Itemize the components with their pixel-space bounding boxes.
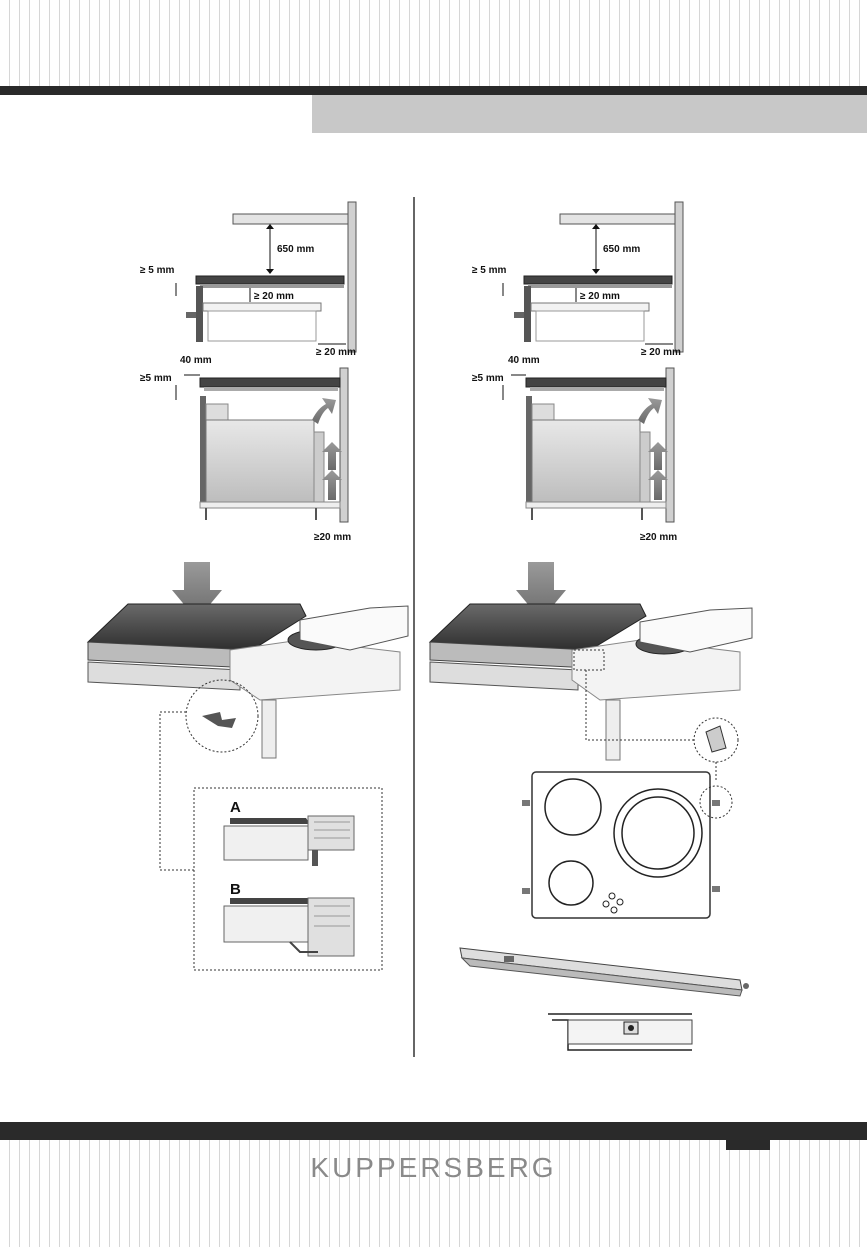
left-dim-below: ≥ 20 mm [254, 291, 294, 302]
left-dim-edge: ≥ 5 mm [140, 265, 174, 276]
page-number-tab [726, 1140, 770, 1150]
right-dim-edge: ≥ 5 mm [472, 265, 506, 276]
left-clip-detail: A B [159, 711, 383, 971]
left-dim-rear-oven: ≥20 mm [314, 532, 351, 543]
footer-bar [0, 1122, 867, 1140]
left-hob-insertion [86, 562, 409, 759]
right-hob-topview [522, 771, 733, 919]
column-divider [413, 197, 415, 1057]
brand-logo: KUPPERSBERG [310, 1152, 557, 1183]
right-dim-edge-oven: ≥5 mm [472, 373, 504, 384]
right-dim-rear-oven: ≥20 mm [640, 532, 677, 543]
right-hob-sideview [459, 947, 749, 1051]
right-clearance-diagram: 650 mm ≥ 5 mm ≥ 20 mm ≥ 20 mm [472, 201, 684, 358]
left-clearance-diagram: 650 mm ≥ 5 mm ≥ 20 mm ≥ 20 mm [140, 201, 357, 358]
left-dim-rear: ≥ 20 mm [316, 347, 356, 358]
footer-stripes [0, 1140, 867, 1247]
right-hob-insertion [428, 562, 753, 780]
header-stripes [0, 0, 867, 86]
header-bar [0, 86, 867, 95]
right-dim-rear: ≥ 20 mm [641, 347, 681, 358]
left-dim-40: 40 mm [180, 355, 212, 366]
section-title-band [312, 95, 867, 133]
variant-b-label: B [230, 881, 241, 898]
left-dim-edge-oven: ≥5 mm [140, 373, 172, 384]
right-oven-diagram: 40 mm ≥5 mm ≥20 mm [472, 355, 677, 543]
right-dim-650: 650 mm [603, 244, 640, 255]
left-oven-diagram: 40 mm ≥5 mm ≥20 mm [140, 355, 351, 543]
right-dim-40: 40 mm [508, 355, 540, 366]
left-dim-650: 650 mm [277, 244, 314, 255]
right-dim-below: ≥ 20 mm [580, 291, 620, 302]
variant-a-label: A [230, 799, 241, 816]
